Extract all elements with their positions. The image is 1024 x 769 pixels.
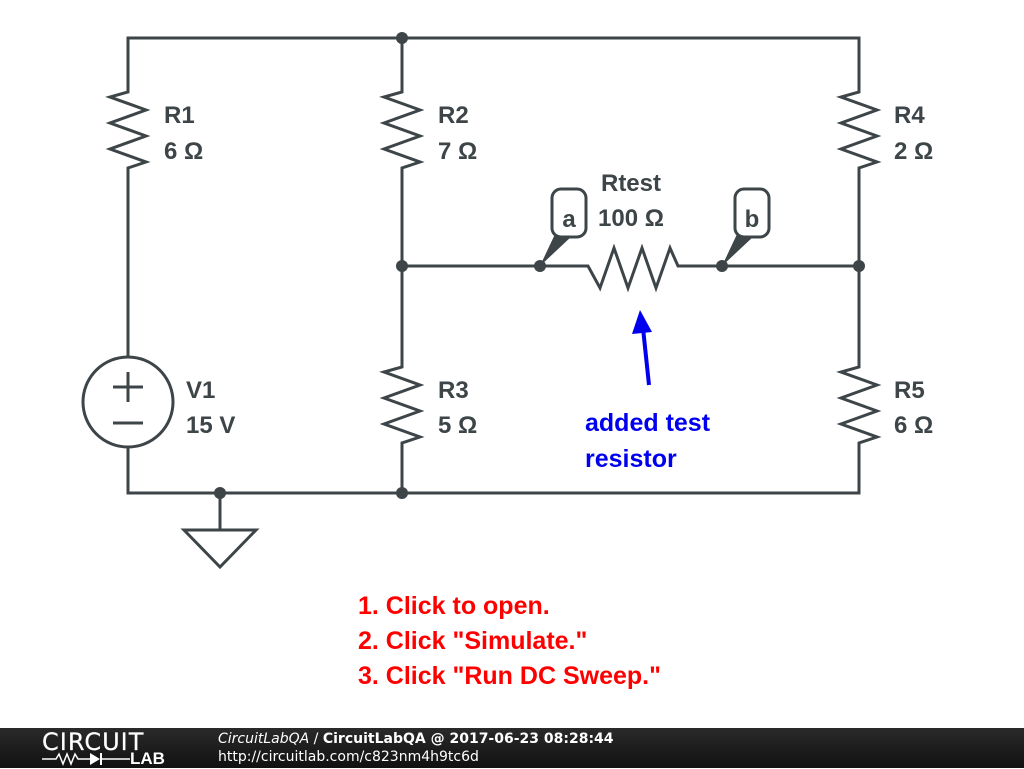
instruction-line-3: 3. Click "Run DC Sweep." (358, 662, 661, 690)
probe-a-pointer (540, 232, 572, 266)
annotation-line-1: added test (585, 409, 711, 437)
footer-title: CircuitLabQA / CircuitLabQA @ 2017-06-23… (218, 731, 614, 747)
resistor-r5[interactable] (836, 350, 882, 455)
junction-dot (853, 260, 865, 272)
probe-b-pointer (722, 232, 754, 266)
resistor-diode-icon (42, 752, 130, 766)
v1-value: 15 V (186, 412, 235, 439)
v1-name: V1 (186, 377, 215, 404)
voltage-source-circle (81, 355, 175, 449)
r3-value: 5 Ω (438, 412, 477, 439)
junction-dot (396, 32, 408, 44)
rtest-value: 100 Ω (598, 205, 664, 232)
arrow-shaft (641, 327, 651, 386)
circuit-schematic[interactable]: a b R1 6 Ω R2 7 Ω R4 2 Ω R3 5 Ω R5 6 Ω V… (0, 0, 1024, 728)
probe-a-box (550, 187, 588, 239)
resistor-r4[interactable] (836, 75, 882, 180)
probe-a-label: a (562, 206, 576, 233)
resistor-r2[interactable] (379, 75, 425, 180)
r1-value: 6 Ω (164, 138, 203, 165)
probe-b-label: b (745, 206, 760, 233)
r5-value: 6 Ω (894, 412, 933, 439)
circuitlab-logo[interactable]: CIRCUIT LAB (42, 728, 177, 768)
r4-value: 2 Ω (894, 138, 933, 165)
resistor-rtest[interactable] (580, 243, 683, 293)
wire-top-rail (126, 36, 861, 77)
probe-a[interactable]: a (540, 187, 588, 266)
junction-dot (396, 260, 408, 272)
r5-name: R5 (894, 377, 925, 404)
probe-b[interactable]: b (722, 187, 771, 266)
wires (126, 36, 861, 532)
footer-separator: / (309, 731, 323, 747)
annotation-line-2: resistor (585, 445, 677, 473)
r2-value: 7 Ω (438, 138, 477, 165)
footer-url[interactable]: http://circuitlab.com/c823nm4h9tc6d (218, 749, 479, 765)
logo-circuit-text: CIRCUIT (42, 728, 145, 756)
arrow-head-icon (632, 310, 652, 334)
junction-dot (214, 487, 226, 499)
annotation-arrow (632, 310, 652, 386)
r1-name: R1 (164, 102, 195, 129)
wire-bottom-rail (126, 446, 861, 495)
r4-name: R4 (894, 102, 925, 129)
instruction-line-2: 2. Click "Simulate." (358, 627, 587, 655)
footer-circuit-title[interactable]: CircuitLabQA @ 2017-06-23 08:28:44 (322, 731, 614, 747)
resistor-r3[interactable] (379, 350, 425, 455)
voltage-source-v1[interactable] (81, 355, 175, 449)
logo-lab-text: LAB (130, 749, 165, 768)
footer-owner-link[interactable]: CircuitLabQA (218, 731, 310, 747)
resistor-r1[interactable] (105, 75, 151, 180)
junction-dot (396, 487, 408, 499)
probe-b-box (733, 187, 771, 239)
footer-bar: CIRCUIT LAB CircuitLabQA / CircuitLabQA … (0, 728, 1024, 768)
instruction-line-1: 1. Click to open. (358, 592, 550, 620)
ground-icon[interactable] (180, 528, 260, 570)
r2-name: R2 (438, 102, 469, 129)
junctions (214, 32, 865, 499)
r3-name: R3 (438, 377, 469, 404)
rtest-name: Rtest (601, 170, 661, 197)
